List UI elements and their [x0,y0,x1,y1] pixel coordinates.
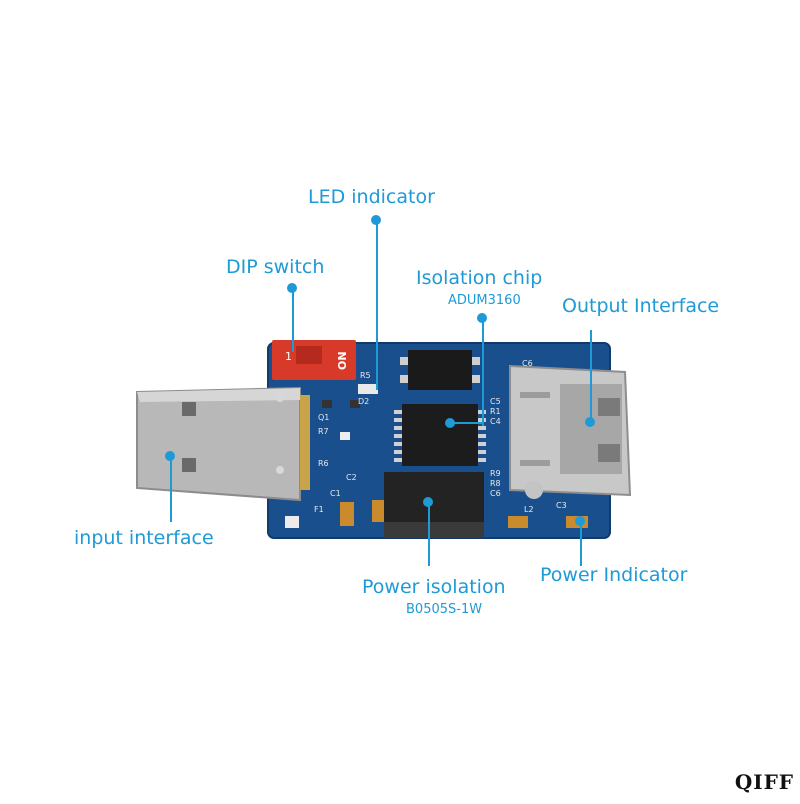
isolation-chip-pointer-dot [445,418,455,428]
silk-d2: D2 [358,397,369,406]
power-indicator-dot [575,516,585,526]
led-indicator-dot [371,215,381,225]
silk-f1: F1 [314,505,324,514]
silk-r1: R1 [490,407,501,416]
isolation-chip-pointer [452,422,482,424]
silk-r8: R8 [490,479,501,488]
silk-c2: C2 [346,473,357,482]
silk-c1: C1 [330,489,341,498]
isolation-chip-dot [477,313,487,323]
dip-switch-label: DIP switch [226,256,325,278]
silk-c5: C5 [490,397,501,406]
power-isolation-part-label: B0505S-1W [406,602,483,617]
input-interface-leader-line [170,456,172,522]
top-isolation-component [408,350,472,390]
dip-switch-leader-line [292,290,294,352]
power-isolation-module [384,472,484,538]
silk-r6: R6 [318,459,329,468]
power-isolation-leader-line [428,502,430,566]
silk-r9: R9 [490,469,501,478]
isolation-chip-leader-line [482,320,484,426]
output-interface-dot [585,417,595,427]
silk-q1: Q1 [318,413,329,422]
output-interface-label: Output Interface [562,295,720,317]
dip-switch-one-label: 1 [285,350,292,363]
input-interface-dot [165,451,175,461]
usb-a-male-plug [136,386,310,502]
silk-c3: C3 [556,501,567,510]
silk-r7: R7 [318,427,329,436]
led-indicator-label: LED indicator [308,186,435,208]
power-indicator-label: Power Indicator [540,564,688,586]
silk-c6: C6 [490,489,501,498]
isolation-chip-part-label: ADUM3160 [448,293,521,308]
watermark-logo: QIFF [734,770,794,794]
led-indicator-leader-line [376,222,378,390]
led-indicator-component [358,384,378,394]
input-interface-label: input interface [74,527,214,549]
isolation-chip-label: Isolation chip [416,267,543,289]
dip-switch-dot [287,283,297,293]
silk-c4: C4 [490,417,501,426]
silk-c6-top: C6 [522,359,533,368]
dip-switch: 1 ON [272,340,356,380]
silk-l2: L2 [524,505,534,514]
output-interface-leader-line [590,330,592,422]
power-isolation-dot [423,497,433,507]
power-isolation-label: Power isolation [362,576,506,598]
silk-r5: R5 [360,371,371,380]
isolation-chip [394,404,486,466]
dip-switch-on-label: ON [336,351,349,370]
power-indicator-leader-line [580,520,582,566]
usb-a-female-receptacle [509,364,632,497]
